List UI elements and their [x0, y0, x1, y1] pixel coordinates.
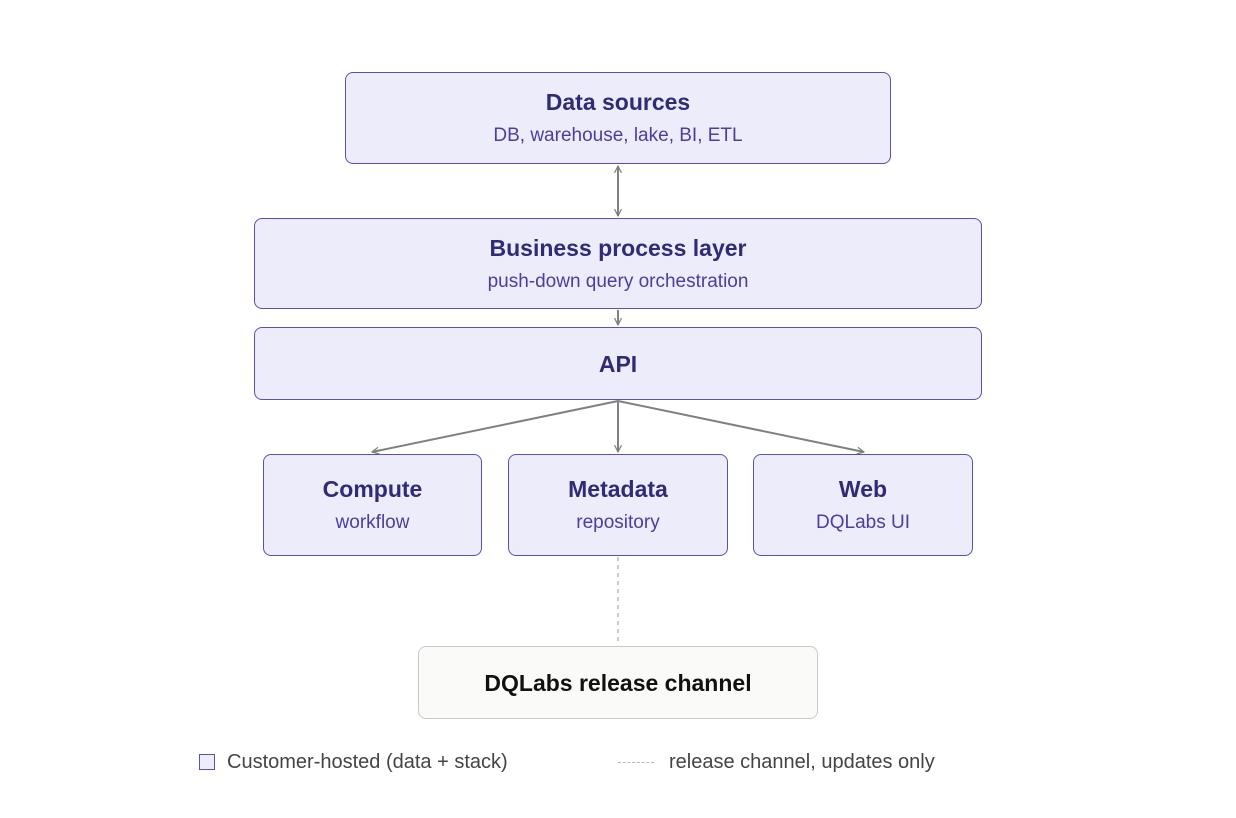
- edge-api-compute: [371, 400, 619, 455]
- node-compute-subtitle: workflow: [335, 512, 410, 533]
- legend-dashed-line: [618, 761, 654, 763]
- legend-customer-swatch: [199, 754, 215, 770]
- node-compute-title: Compute: [322, 476, 423, 502]
- node-metadata: Metadata repository: [508, 454, 728, 556]
- legend-customer-hosted: Customer-hosted (data + stack): [199, 748, 508, 776]
- node-metadata-title: Metadata: [568, 476, 668, 502]
- node-data-sources: Data sources DB, warehouse, lake, BI, ET…: [345, 72, 891, 164]
- node-api: API: [254, 327, 982, 400]
- edge-api-web: [617, 400, 865, 455]
- legend-release-label: release channel, updates only: [669, 750, 935, 773]
- node-metadata-subtitle: repository: [576, 512, 660, 533]
- node-business-process-layer-subtitle: push-down query orchestration: [487, 270, 749, 292]
- node-web: Web DQLabs UI: [753, 454, 973, 556]
- legend-customer-label: Customer-hosted (data + stack): [227, 750, 508, 773]
- node-web-title: Web: [838, 476, 888, 502]
- node-business-process-layer: Business process layer push-down query o…: [254, 218, 982, 309]
- legend-release-channel: release channel, updates only: [618, 748, 935, 776]
- node-release-channel-title: DQLabs release channel: [484, 669, 752, 696]
- node-data-sources-title: Data sources: [545, 89, 691, 115]
- node-data-sources-subtitle: DB, warehouse, lake, BI, ETL: [493, 125, 743, 146]
- node-compute: Compute workflow: [263, 454, 482, 556]
- node-web-subtitle: DQLabs UI: [816, 512, 910, 533]
- node-release-channel: DQLabs release channel: [418, 646, 818, 719]
- node-api-title: API: [598, 350, 638, 377]
- node-business-process-layer-title: Business process layer: [489, 234, 747, 261]
